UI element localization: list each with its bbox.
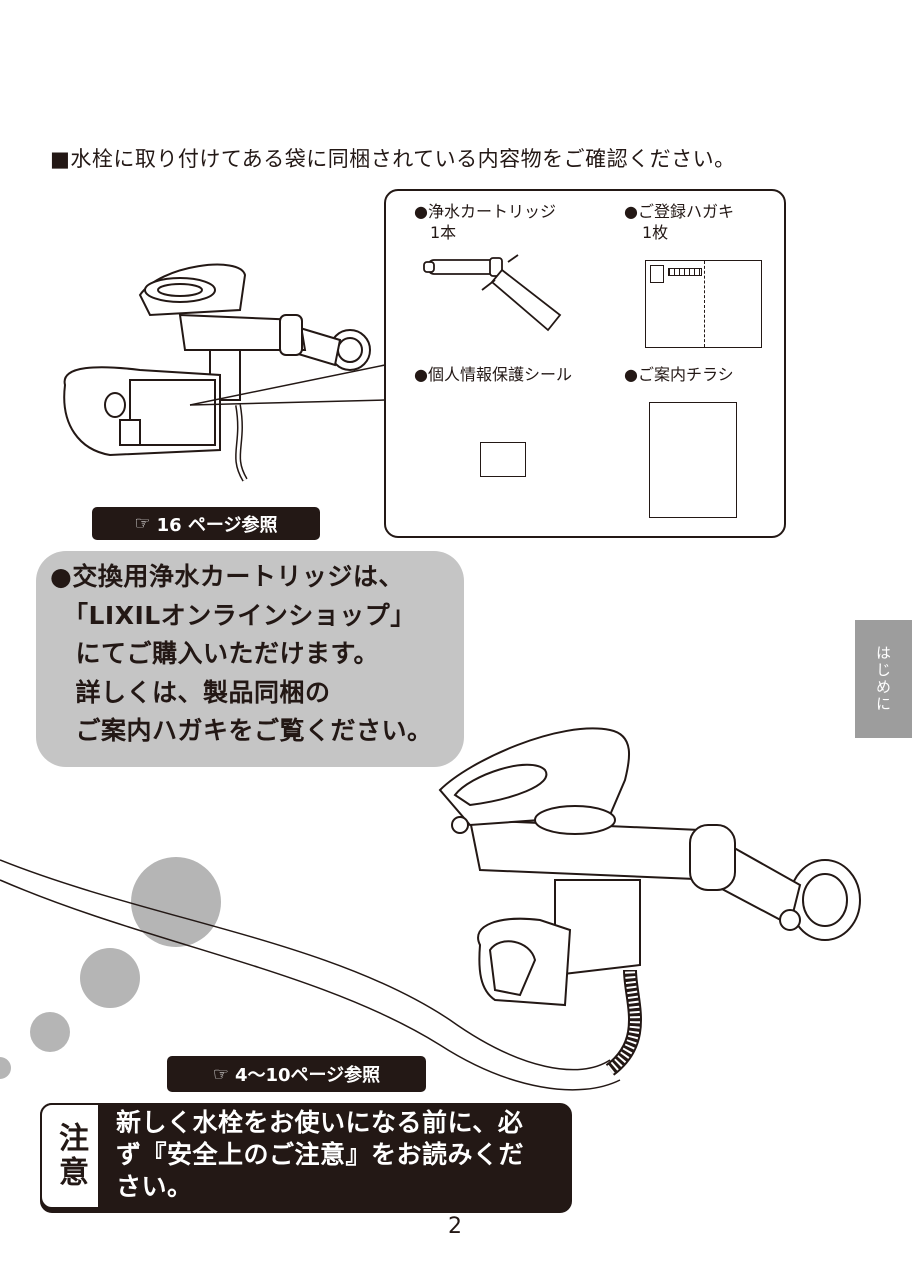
cartridge-illustration bbox=[423, 254, 562, 332]
caution-text: 新しく水栓をお使いになる前に、必 ず『安全上のご注意』をお読みくだ さい。 bbox=[116, 1108, 525, 1201]
caution-box bbox=[40, 1103, 572, 1213]
flyer-illustration bbox=[649, 402, 737, 518]
page-number: 2 bbox=[448, 1214, 462, 1239]
item-flyer-label: ●ご案内チラシ bbox=[624, 365, 734, 384]
item-cartridge-label: ●浄水カートリッジ 1本 bbox=[414, 202, 556, 242]
info-bubble-text: ●交換用浄水カートリッジは、 「LIXILオンラインショップ」 にてご購入いただ… bbox=[50, 562, 433, 745]
page-reference-badge-4-10[interactable]: ☞ 4〜10ページ参照 bbox=[167, 1056, 426, 1092]
contents-box bbox=[384, 189, 786, 538]
faucet-illustration-large bbox=[0, 727, 861, 1091]
info-bubble bbox=[36, 551, 464, 767]
page-heading: ■水栓に取り付けてある袋に同梱されている内容物をご確認ください。 bbox=[50, 147, 736, 171]
pointing-hand-icon: ☞ bbox=[212, 1063, 229, 1085]
sticker-illustration bbox=[480, 442, 526, 477]
item-postcard-label: ●ご登録ハガキ 1枚 bbox=[624, 202, 734, 242]
page-reference-badge-16[interactable]: ☞ 16 ページ参照 bbox=[92, 507, 320, 540]
caution-label: 注意 bbox=[40, 1103, 100, 1209]
postcard-illustration bbox=[645, 260, 762, 348]
pointing-hand-icon: ☞ bbox=[134, 513, 151, 534]
item-sticker-label: ●個人情報保護シール bbox=[414, 365, 572, 384]
faucet-illustration-small bbox=[63, 263, 386, 482]
section-tab[interactable]: はじめに bbox=[855, 620, 912, 738]
